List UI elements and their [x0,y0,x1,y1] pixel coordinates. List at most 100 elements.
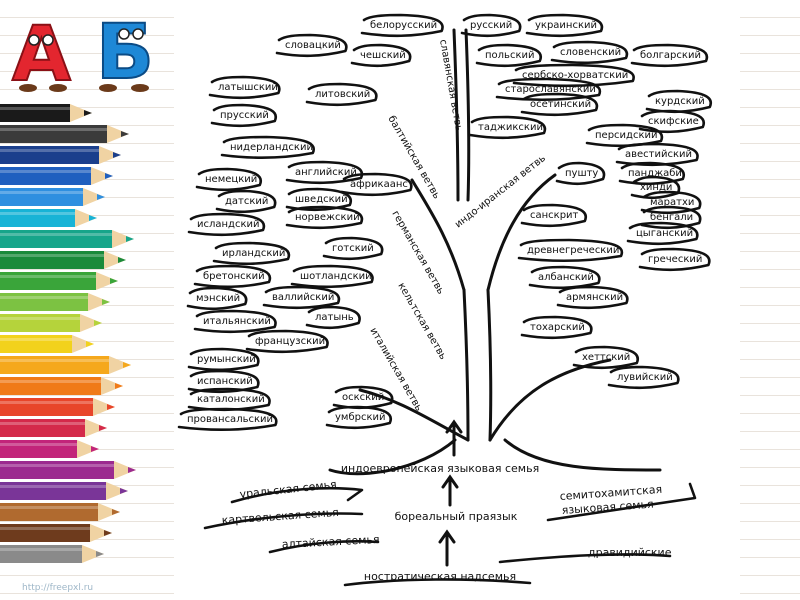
language-label: болгарский [640,50,701,61]
pencil [0,377,123,395]
kartvelian-leaf [203,512,364,530]
language-label: тохарский [530,322,585,333]
language-label: курдский [655,96,705,107]
language-label: маратхи [650,197,694,208]
language-leaf-outline [350,43,412,68]
language-label: чешский [360,50,406,61]
limb-lower-left [358,388,470,442]
trunk-main [462,288,470,442]
language-leaf-outline [360,13,444,38]
language-label: белорусский [370,20,437,31]
language-leaf-outline [210,103,278,128]
language-leaf-outline [325,405,393,430]
language-label: литовский [315,89,370,100]
language-leaf-outline [215,189,277,214]
language-leaf-outline [305,305,361,330]
language-label: древнегреческий [527,245,619,256]
language-label: цыганский [636,228,693,239]
semito-hamitic-leaf [546,482,697,522]
pencil [0,230,134,248]
language-label: пушту [565,168,598,179]
language-label: греческий [648,254,702,265]
language-label: бретонский [203,271,265,282]
language-leaf-outline [555,161,606,186]
language-label: нидерландский [230,142,313,153]
letter-a-eye-right [42,34,54,46]
language-leaf-outline [208,75,281,100]
altaic-leaf [268,540,380,554]
language-label: датский [225,196,268,207]
language-leaf-outline [285,187,353,212]
language-label: санскрит [530,210,579,221]
language-leaf-outline [177,407,278,432]
language-leaf-outline [220,135,315,160]
language-label: таджикский [478,122,543,133]
letter-b-eye-right [132,28,144,40]
language-label: шотландский [300,271,372,282]
language-leaf-outline [640,205,702,230]
limb-top [452,28,460,202]
language-label: хинди [640,182,672,193]
pencil [0,503,120,521]
language-leaf-outline [556,285,629,310]
pencil [0,440,99,458]
trunk-main [486,288,493,442]
arrow-up-icon [438,529,456,567]
pencil [0,209,97,227]
language-leaf-outline [520,92,599,117]
dravidian-label: дравидийские [588,546,672,559]
language-label: английский [295,167,357,178]
letter-a-shoe [49,84,67,92]
semito-hamitic-label-2: языковая семья [561,498,654,517]
family-labels: индоевропейская языковая семья бореальны… [203,462,697,587]
language-leaf-outline [187,212,266,237]
language-leaf-outline [638,109,706,134]
language-leaf-outline [290,264,374,289]
language-leaf-outline [322,236,384,261]
language-leaf-outline [186,286,248,311]
language-label: бенгали [650,212,693,223]
language-leaf-outline [305,82,378,107]
language-leaf-outline [640,190,702,215]
language-leaf-outline [528,265,601,290]
letter-a-character: А [11,8,72,99]
language-label: лувийский [617,372,673,383]
limb-right [486,173,557,292]
language-leaf-outline [275,33,348,58]
pencil [0,335,94,353]
language-label: украинский [535,20,597,31]
pencil [0,167,113,185]
pencil [0,188,105,206]
language-leaf-outline [475,43,543,68]
language-label: сербско-хорватский [522,70,628,81]
dravidian-leaf [498,553,672,564]
letter-b-shoe [131,84,149,92]
language-label: панджаби [628,168,682,179]
pencil [0,314,102,332]
language-leaf-outline [195,167,263,192]
language-label: словацкий [285,40,341,51]
pencil [0,419,107,437]
pencil [0,251,126,269]
limb-root [328,438,457,476]
language-label: каталонский [197,394,265,405]
arrow-up-icon [445,419,463,457]
letter-b: Б [96,7,154,96]
language-label: немецкий [205,174,257,185]
language-leaf-outline [262,285,341,310]
language-label: испанский [197,376,253,387]
language-label: африкаанс [350,179,408,190]
language-label: албанский [538,272,594,283]
language-leaf-outline [340,172,413,197]
language-leaf-outline [193,309,277,334]
letter-a-shoe [19,84,37,92]
language-leaf-outline [550,40,629,65]
language-leaf-outline [460,13,522,38]
watermark: http://freepxl.ru [22,583,94,593]
language-label: исландский [197,219,260,230]
language-leaf-outline [572,345,640,370]
language-leaf-outline [468,115,547,140]
pencil [0,293,110,311]
